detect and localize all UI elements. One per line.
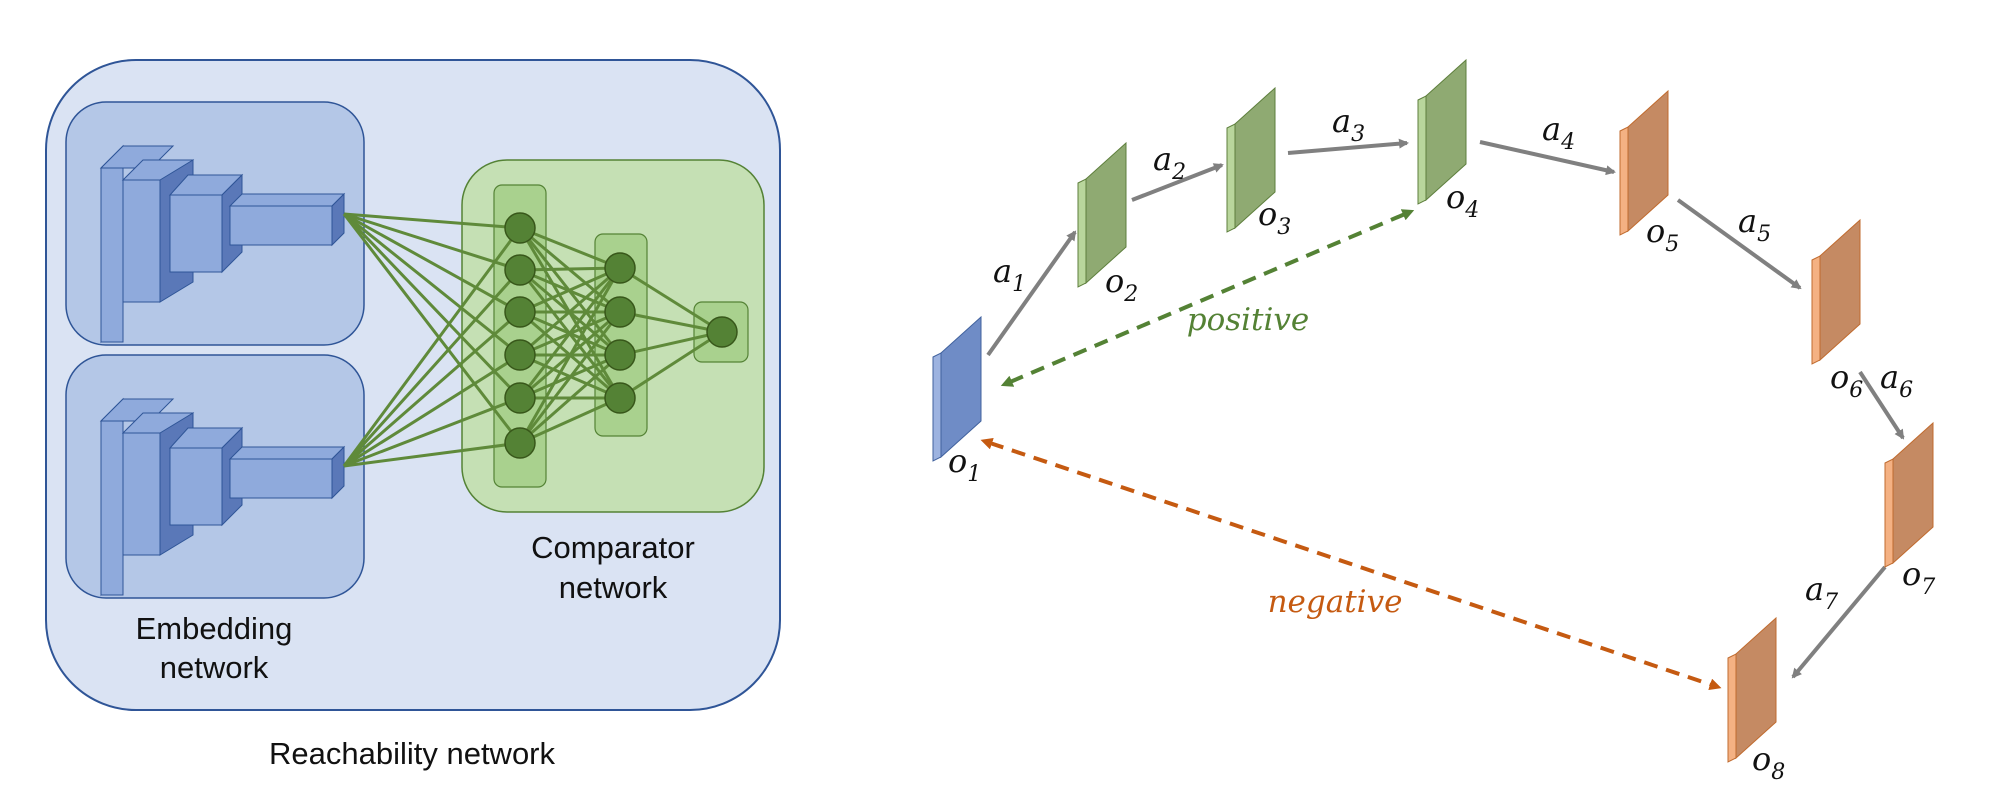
observation-frame-o4 [1417,58,1467,205]
action-arrow-a7 [1791,565,1887,679]
observation-label-o8: o8 [1752,740,1785,785]
cnn-layers-top [99,144,346,344]
action-label-a4: a4 [1542,110,1575,155]
embedding-label-line2: network [160,650,269,685]
observation-frame-o3 [1226,86,1276,233]
positive-pair-arrow-line [1000,209,1415,387]
action-arrow-a6 [1858,370,1905,440]
action-arrow-a2 [1131,163,1224,202]
action-label-a5: a5 [1738,202,1771,247]
comparator-label-line1: Comparator [531,530,695,565]
network-neurons [504,212,738,459]
observation-label-o4: o4 [1446,178,1479,223]
observation-label-o2: o2 [1105,262,1138,307]
embedding-label-line1: Embedding [136,611,293,646]
negative-pair-arrow [980,437,1722,691]
observation-frame-o6 [1811,218,1861,365]
action-label-a1: a1 [993,252,1026,297]
action-label-a6: a6 [1880,358,1913,403]
observation-frames [932,58,1934,763]
positive-label: positive [1187,302,1310,338]
neuron [604,252,636,284]
observation-frame-o1 [932,315,982,462]
neuron [504,212,536,244]
observation-label-o3: o3 [1258,195,1291,240]
neuron [604,339,636,371]
network-connections [342,212,723,468]
action-arrow-a1 [986,230,1077,357]
observation-label-o7: o7 [1902,555,1935,600]
action-label-a7: a7 [1805,570,1838,615]
observation-frame-o2 [1077,141,1127,288]
neuron [604,296,636,328]
neuron [504,254,536,286]
reachability-network: Embedding network Comparator network Rea… [45,59,781,771]
neuron [504,427,536,459]
cnn-layers-bottom [99,397,346,597]
observation-label-o1: o1 [948,442,981,487]
observation-frame-o5 [1619,89,1669,236]
neuron [706,316,738,348]
reachability-network-title: Reachability network [269,736,556,771]
observation-label-o5: o5 [1646,212,1679,257]
neuron [504,382,536,414]
action-arrow-a4 [1479,140,1616,176]
embedding-network-bottom [65,354,365,599]
action-arrows [986,138,1905,679]
action-arrow-a3 [1287,138,1409,155]
embedding-network-top [65,101,365,346]
neuron [504,296,536,328]
observation-frame-o7 [1884,421,1934,568]
neuron [604,382,636,414]
neuron [504,339,536,371]
action-label-a3: a3 [1332,102,1365,147]
action-label-a2: a2 [1153,140,1186,185]
action-labels: a1 a2 a3 a4 a5 a6 a7 [993,102,1913,615]
comparator-network [342,159,765,513]
comparator-label-line2: network [559,570,668,605]
observation-label-o6: o6 [1830,358,1863,403]
action-arrow-a5 [1676,198,1802,290]
negative-label: negative [1268,584,1403,620]
observation-frame-o8 [1727,616,1777,763]
